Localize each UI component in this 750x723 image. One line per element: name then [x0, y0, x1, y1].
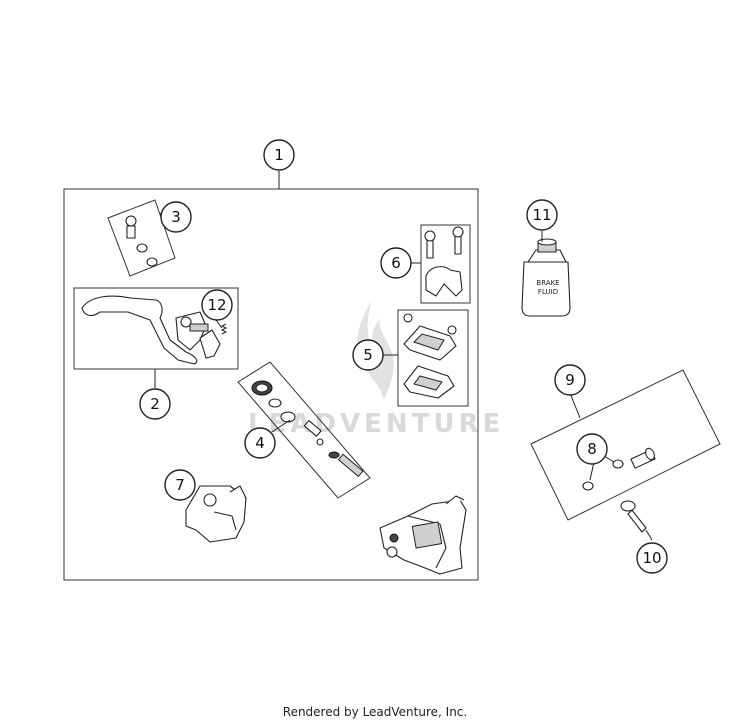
- leader-9: [569, 392, 581, 419]
- callout-2[interactable]: 2: [139, 388, 171, 420]
- svg-text:8: 8: [587, 440, 597, 458]
- svg-text:4: 4: [255, 434, 265, 452]
- callout-10[interactable]: 10: [636, 542, 668, 574]
- part-9-fittings: [582, 447, 656, 491]
- svg-text:12: 12: [207, 296, 226, 314]
- part-10-banjo-fitting: [620, 500, 653, 541]
- part-3-bushing-set: [107, 199, 176, 277]
- svg-text:7: 7: [175, 476, 185, 494]
- svg-text:1: 1: [274, 146, 284, 164]
- main-assembly-box: [63, 188, 479, 581]
- part-4-piston-kit: [237, 361, 371, 499]
- callout-1[interactable]: 1: [263, 139, 295, 171]
- footer-credit: Rendered by LeadVenture, Inc.: [282, 705, 468, 719]
- callout-8[interactable]: 8: [576, 433, 608, 465]
- callout-5[interactable]: 5: [352, 339, 384, 371]
- part-9-fitting-kit-box: [530, 369, 721, 521]
- callout-9[interactable]: 9: [554, 364, 586, 396]
- callout-4[interactable]: 4: [244, 427, 276, 459]
- bottle-label-line-2: FLUID: [538, 288, 558, 296]
- svg-text:9: 9: [565, 371, 575, 389]
- callout-7[interactable]: 7: [164, 469, 196, 501]
- svg-text:3: 3: [171, 208, 181, 226]
- part-7-clamp-bracket: [185, 485, 247, 543]
- bottle-label-line-1: BRAKE: [536, 279, 559, 287]
- part-11-brake-fluid-bottle: BRAKE FLUID: [521, 238, 571, 317]
- callout-6[interactable]: 6: [380, 247, 412, 279]
- part-6-clamp: [420, 224, 471, 304]
- part-5-reservoir-cover: [397, 309, 469, 407]
- svg-text:6: 6: [391, 254, 401, 272]
- part-2-lever-box: [73, 287, 239, 370]
- callout-12[interactable]: 12: [201, 289, 233, 321]
- svg-text:5: 5: [363, 346, 373, 364]
- svg-text:11: 11: [532, 206, 551, 224]
- callout-3[interactable]: 3: [160, 201, 192, 233]
- callout-11[interactable]: 11: [526, 199, 558, 231]
- svg-text:2: 2: [150, 395, 160, 413]
- svg-text:10: 10: [642, 549, 661, 567]
- master-cylinder-body: [379, 495, 467, 575]
- part-2-brake-lever: [81, 295, 228, 365]
- leader-4: [271, 419, 291, 433]
